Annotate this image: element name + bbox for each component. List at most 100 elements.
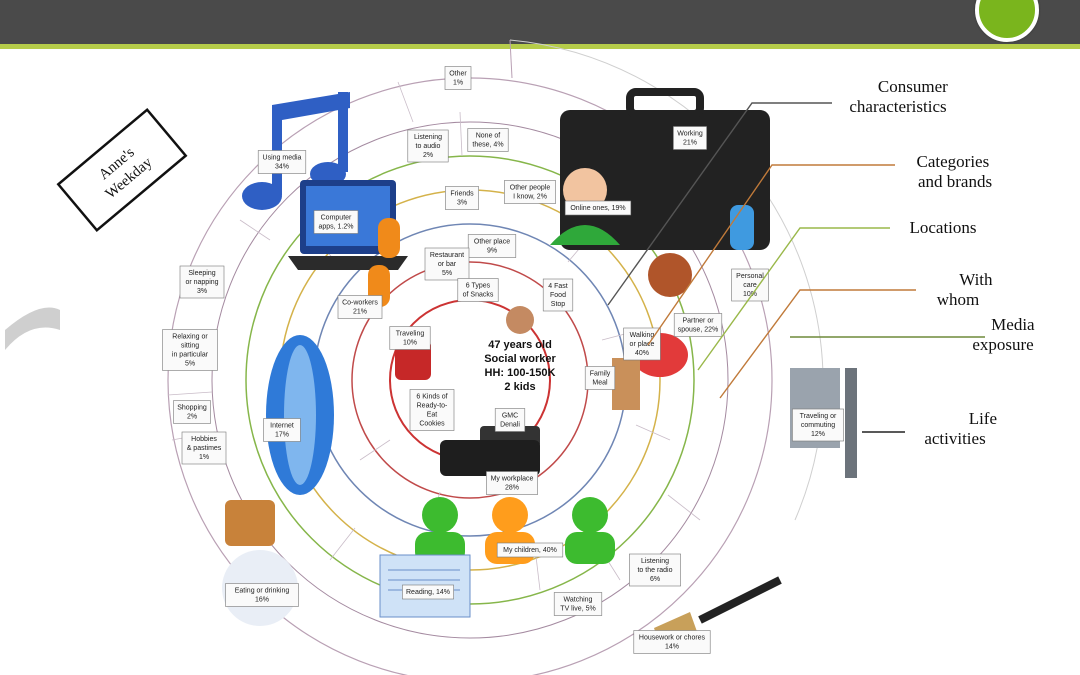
life-activity-label-text: 5%: [185, 361, 195, 368]
legend: Consumer characteristics Categories and …: [849, 77, 1039, 448]
location-label-text: 10%: [403, 340, 417, 347]
life-activity-label-box: [179, 265, 225, 299]
avatar: [506, 306, 534, 334]
life-activity-label-text: Shopping: [177, 405, 207, 412]
life-activity-label-text: 16%: [255, 597, 269, 604]
center-profile: 47 years old Social worker HH: 100-150K …: [484, 306, 556, 393]
life-activity-label-box: [444, 66, 472, 90]
brand-label-text: 6 Types: [466, 283, 491, 290]
life-activity-label-text: 14%: [665, 644, 679, 651]
header-accent-line: [0, 44, 1080, 49]
legend-label-consumer: Consumer characteristics: [849, 77, 952, 116]
desk-icon: [440, 440, 540, 476]
media-exposure-label-text: Listening: [414, 134, 442, 141]
brand-label-text: 4 Fast: [548, 283, 568, 290]
with-whom-label-text: Other people: [510, 185, 551, 192]
life-activity-label-text: Eating or drinking: [235, 588, 290, 595]
life-activity-label: Other 1%: [444, 66, 472, 90]
life-activity-label: Shopping 2%: [173, 400, 211, 424]
media-exposure-label-box: [467, 128, 509, 152]
location-label-text: Restaurant: [430, 252, 464, 259]
with-whom-label-text: I know, 2%: [513, 194, 547, 201]
legend-label-life: Life activities: [924, 409, 1001, 448]
life-activity-label-text: Traveling or: [800, 413, 837, 420]
door-icon: [612, 358, 640, 410]
with-whom-label-box: [673, 313, 723, 337]
legend-label-with-whom: With whom: [937, 270, 997, 309]
life-activity-label-box: [731, 268, 769, 302]
with-whom-label-box: [337, 295, 383, 319]
life-activity-label-text: Working: [677, 131, 703, 138]
life-activity-label-text: 1%: [453, 80, 463, 87]
location-label-text: Other place: [474, 239, 510, 246]
with-whom-label-text: Friends: [450, 191, 474, 198]
location-label-text: My workplace: [491, 476, 534, 483]
with-whom-label-box: [504, 180, 556, 204]
with-whom-label: Online ones, 19%: [564, 200, 632, 216]
media-exposure-label-text: to the radio: [637, 567, 672, 574]
legend-lines: [607, 102, 985, 433]
life-activity-label-text: & pastimes: [187, 445, 222, 452]
media-exposure-label-box: [553, 592, 603, 616]
media-exposure-label-text: 2%: [423, 152, 433, 159]
media-exposure-label-text: 34%: [275, 164, 289, 171]
location-label-text: 5%: [442, 270, 452, 277]
brand-label-text: GMC: [502, 413, 518, 420]
location-label-box: [424, 247, 470, 281]
with-whom-label: My children, 40%: [496, 542, 564, 558]
life-activity-label-box: [181, 431, 227, 465]
life-activity-label-box: [225, 583, 299, 607]
media-exposure-label-box: [257, 150, 307, 174]
music-note-icon: [242, 92, 350, 210]
media-exposure-label-text: apps, 1.2%: [318, 224, 353, 231]
media-exposure-label-text: None of: [476, 133, 501, 140]
media-exposure-label: Listening to audio 2%: [407, 129, 449, 163]
media-exposure-label-text: these, 4%: [472, 142, 503, 149]
location-label-box: [389, 326, 431, 350]
brand-label-box: [542, 278, 574, 312]
life-activity-label-box: [162, 329, 218, 371]
with-whom-label-text: 21%: [353, 309, 367, 316]
media-exposure-label-box: [402, 584, 454, 600]
brand-label-box: [494, 408, 526, 432]
life-activity-label-text: care: [743, 282, 757, 289]
media-exposure-label-text: Internet: [270, 423, 294, 430]
life-activity-label-text: Relaxing or: [172, 334, 208, 341]
center-line: 47 years old: [488, 339, 552, 351]
life-activity-label-text: in particular: [172, 352, 209, 359]
life-activity-label-box: [173, 400, 211, 424]
ring-media-exposure: [211, 121, 729, 639]
center-line: HH: 100-150K: [485, 367, 556, 379]
with-whom-label-box: [564, 200, 632, 216]
location-label-text: Walking: [630, 332, 655, 339]
globe-icon: [266, 335, 334, 495]
gray-shape-left: [5, 307, 60, 350]
life-activity-label-text: or napping: [185, 279, 218, 286]
media-exposure-label-text: TV live, 5%: [560, 606, 595, 613]
location-label-box: [467, 234, 517, 258]
media-exposure-label-text: to audio: [416, 143, 441, 150]
media-exposure-label-box: [407, 129, 449, 163]
legend-label-media: Media exposure: [972, 315, 1039, 354]
with-whom-label-text: Co-workers: [342, 300, 378, 307]
brand-label-text: Food: [550, 292, 566, 299]
location-label-text: 40%: [635, 350, 649, 357]
life-activity-label-text: 2%: [187, 414, 197, 421]
life-activity-label-text: Other: [449, 71, 467, 78]
